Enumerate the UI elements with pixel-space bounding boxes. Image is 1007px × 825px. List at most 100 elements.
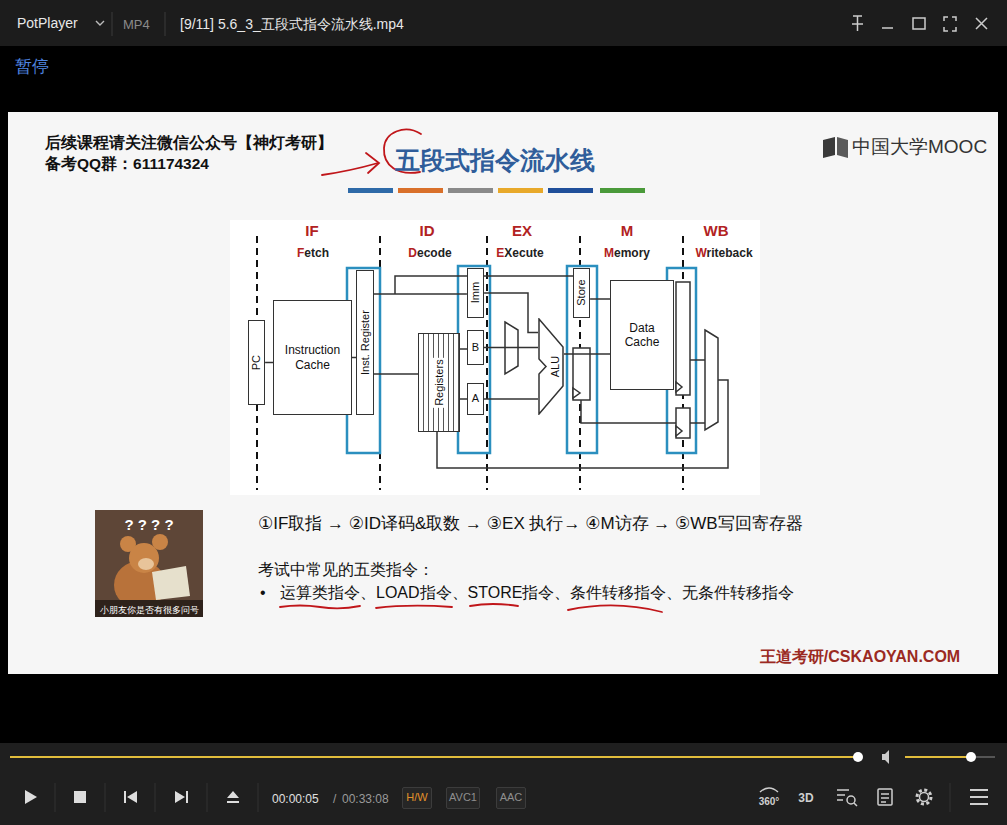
node-text: Store <box>575 280 588 306</box>
node-text: PC <box>250 355 263 370</box>
title-bar-ground <box>0 0 1007 46</box>
mooc-logo-icon <box>823 137 848 158</box>
stage-word: EXecute <box>496 246 543 260</box>
pause-status-holder: 暂停 <box>15 57 49 77</box>
sheet <box>878 789 892 805</box>
mouse-head <box>129 543 159 573</box>
fullscreen-icon <box>944 17 956 31</box>
vr-arc <box>760 788 778 792</box>
separator <box>165 12 166 36</box>
stage-name: WB <box>704 222 729 240</box>
stage-dividers <box>257 236 683 490</box>
app-name-holder: PotPlayer <box>17 14 78 32</box>
volume-icon <box>882 750 889 764</box>
control-bar <box>0 743 1007 825</box>
section-heading: 考试中常见的五类指令： <box>258 560 434 579</box>
datapath-wire <box>564 353 610 355</box>
alu-shape <box>539 319 563 414</box>
section-heading-holder: 考试中常见的五类指令： <box>258 560 434 579</box>
slide-title: 五段式指令流水线 <box>395 145 595 175</box>
instruction-list: 运算类指令、LOAD指令、STORE指令、条件转移指令、无条件转移指令 <box>280 583 794 602</box>
datapath-wire <box>484 293 538 333</box>
wire <box>690 360 705 423</box>
mouse-face <box>138 558 154 570</box>
time-separator-holder: / <box>333 789 336 807</box>
play-icon <box>25 790 37 804</box>
separator <box>155 783 156 812</box>
codec-badge: AVC1 <box>446 787 480 809</box>
paper <box>152 566 190 600</box>
operand-register: A <box>467 383 484 415</box>
app-name: PotPlayer <box>17 15 78 32</box>
pipeline-registers <box>347 266 696 453</box>
3d-button: 3D <box>798 791 813 805</box>
codec-badge: AAC <box>496 787 526 809</box>
dropdown-chevron <box>96 21 104 25</box>
vr-button-holder: 360° <box>759 791 780 809</box>
stage-name: EX <box>512 222 532 240</box>
separator <box>112 12 113 36</box>
progress-bar <box>10 756 858 758</box>
datapath-wire <box>374 293 467 295</box>
stage-word-holder: Fetch <box>297 243 329 261</box>
separator <box>55 783 56 812</box>
store-register: Store <box>573 268 590 318</box>
slide-title-holder: 五段式指令流水线 <box>395 145 595 175</box>
stage-name-holder: EX <box>512 222 532 240</box>
hand-underline <box>568 605 662 612</box>
datapath-wire <box>460 398 467 400</box>
pc-register: PC <box>248 320 265 405</box>
step-sequence: ①IF取指 → ②ID译码&取数 → ③EX 执行→ ④M访存 → ⑤WB写回寄… <box>258 514 803 534</box>
pipeline-latch <box>676 408 690 438</box>
multiplexer <box>705 330 718 430</box>
wire <box>395 276 590 294</box>
lens <box>847 796 855 804</box>
format-tag-holder: MP4 <box>123 15 150 33</box>
datapath-figure-ground <box>230 220 760 495</box>
stop-icon <box>74 791 86 803</box>
separator <box>207 783 208 812</box>
title-bar <box>0 0 1007 46</box>
caption-band <box>95 600 203 617</box>
alu-unit: ALU <box>538 318 564 415</box>
logo-shape <box>823 137 835 158</box>
pipeline-register-frame <box>567 266 597 453</box>
progress-knob <box>853 752 863 762</box>
stage-word-holder: Decode <box>408 243 451 261</box>
stage-word: Writeback <box>695 246 752 260</box>
color-bar <box>398 188 443 193</box>
close-icon <box>976 18 987 29</box>
bullet: • <box>260 583 266 602</box>
instruction-list-holder: 运算类指令、LOAD指令、STORE指令、条件转移指令、无条件转移指令 <box>280 583 794 602</box>
node-text: Inst. Register <box>358 310 371 375</box>
button-separators <box>55 783 950 812</box>
stage-name: ID <box>420 222 435 240</box>
settings-icon <box>917 790 931 804</box>
node-text: B <box>472 341 479 354</box>
separator <box>950 783 951 812</box>
node-text: H/W <box>406 791 427 804</box>
node-text: Registers <box>432 357 445 407</box>
node-text: AAC <box>500 791 523 804</box>
meme-marks: ? ? ? ? <box>124 516 173 534</box>
meme-marks-holder: ? ? ? ? <box>124 516 173 534</box>
playlist-icon <box>878 789 892 805</box>
stage-name-holder: IF <box>305 222 318 240</box>
stage-word: Fetch <box>297 246 329 260</box>
qq-group: 备考QQ群：611174324 <box>45 155 209 174</box>
node-text: AVC1 <box>449 791 477 804</box>
node-text: ALU <box>549 356 562 377</box>
imm-register: Imm <box>467 268 484 318</box>
stage-name-holder: WB <box>704 222 729 240</box>
time-separator: / <box>333 792 336 806</box>
pipeline-latch <box>573 348 590 400</box>
datapath-wire <box>374 373 418 375</box>
gear-teeth <box>917 790 931 804</box>
data-cache: Data Cache <box>610 280 674 390</box>
watermark-holder: 王道考研/CSKAOYAN.COM <box>760 647 960 666</box>
3d-button-holder: 3D <box>798 788 813 806</box>
hand-underline <box>376 606 452 608</box>
